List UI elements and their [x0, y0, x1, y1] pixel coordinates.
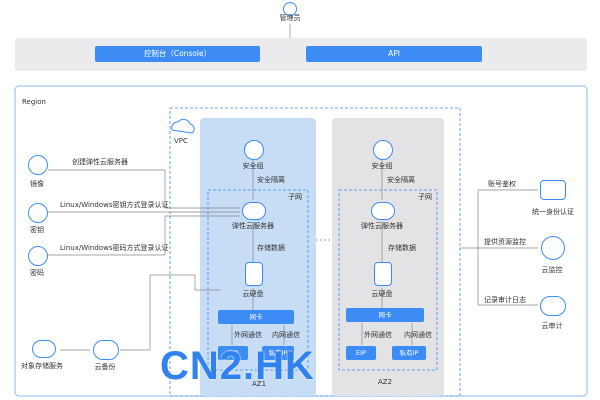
console-button[interactable]: 控制台（Console） [95, 46, 260, 62]
acct-auth-link: 账号鉴权 [488, 180, 516, 188]
region-label: Region [22, 98, 46, 106]
az2-name: AZ2 [378, 378, 393, 386]
link-key-auth: Linux/Windows密钥方式登录认证 [60, 201, 169, 209]
iam-label: 统一身份认证 [532, 208, 574, 216]
az1-store-data: 存储数据 [257, 244, 285, 252]
vpc-frame [169, 107, 461, 397]
key-label: 密钥 [30, 226, 44, 234]
az1-int-comm: 内网通信 [272, 331, 300, 339]
az2-sg-label: 安全组 [371, 162, 393, 170]
az2-ecs-icon [371, 202, 395, 220]
az2-subnet-label: 子网 [418, 193, 432, 201]
az1-sg-label: 安全组 [242, 162, 264, 170]
az2-private-ip: 私有IP [392, 346, 426, 360]
az1-private-ip: 私有IP [262, 346, 294, 360]
backup-label: 云备份 [94, 363, 116, 371]
az2-int-comm: 内网通信 [404, 331, 432, 339]
backup-icon [93, 340, 119, 360]
az2-zone [332, 118, 444, 396]
az2-disk-label: 云硬盘 [371, 290, 393, 298]
az2-store-data: 存储数据 [388, 244, 416, 252]
cts-label: 云审计 [541, 322, 563, 330]
az2-ecs-label: 弹性云服务器 [361, 222, 403, 230]
az1-nic-bar: 网卡 [218, 310, 294, 324]
image-label: 镜像 [30, 180, 44, 188]
az1-eip: EIP [218, 346, 248, 360]
az2-ext-comm: 外网通信 [364, 331, 392, 339]
link-create-ecs: 创建弹性云服务器 [72, 158, 128, 166]
obs-label: 对象存储服务 [21, 362, 63, 370]
api-button[interactable]: API [306, 46, 482, 62]
link-pwd-auth: Linux/Windows密码方式登录认证 [60, 244, 169, 252]
az2-security-group-icon [373, 140, 393, 160]
az2-disk-icon [374, 262, 392, 286]
az1-security-group-icon [244, 140, 264, 160]
az1-zone [200, 118, 316, 396]
az1-subnet [207, 189, 309, 371]
az2-eip: EIP [346, 346, 376, 360]
ces-icon [541, 236, 565, 260]
admin-label: 管理员 [279, 14, 301, 22]
az2-subnet [338, 189, 438, 371]
vpc-label: VPC [174, 137, 188, 145]
az1-ecs-label: 弹性云服务器 [232, 222, 274, 230]
az1-disk-icon [245, 262, 263, 286]
audit-link: 记录审计日志 [484, 296, 526, 304]
admin-icon [283, 2, 297, 16]
az1-ext-comm: 外网通信 [234, 331, 262, 339]
az2-sg-iso: 安全隔离 [387, 176, 415, 184]
ces-label: 云监控 [541, 266, 563, 274]
iam-icon [540, 180, 566, 200]
monitor-link: 提供资源监控 [484, 238, 526, 246]
watermark: CN2.HK [160, 344, 315, 388]
az1-disk-label: 云硬盘 [242, 290, 264, 298]
image-icon [28, 155, 48, 175]
key-icon [28, 203, 48, 223]
obs-icon [32, 340, 56, 358]
az1-name: AZ1 [252, 380, 267, 388]
az1-sg-iso: 安全隔离 [257, 176, 285, 184]
az1-subnet-label: 子网 [288, 193, 302, 201]
cts-icon [540, 296, 566, 316]
az2-nic-bar: 网卡 [346, 308, 424, 322]
lock-icon [28, 246, 48, 266]
az1-ecs-icon [242, 202, 266, 220]
password-label: 密码 [30, 269, 44, 277]
